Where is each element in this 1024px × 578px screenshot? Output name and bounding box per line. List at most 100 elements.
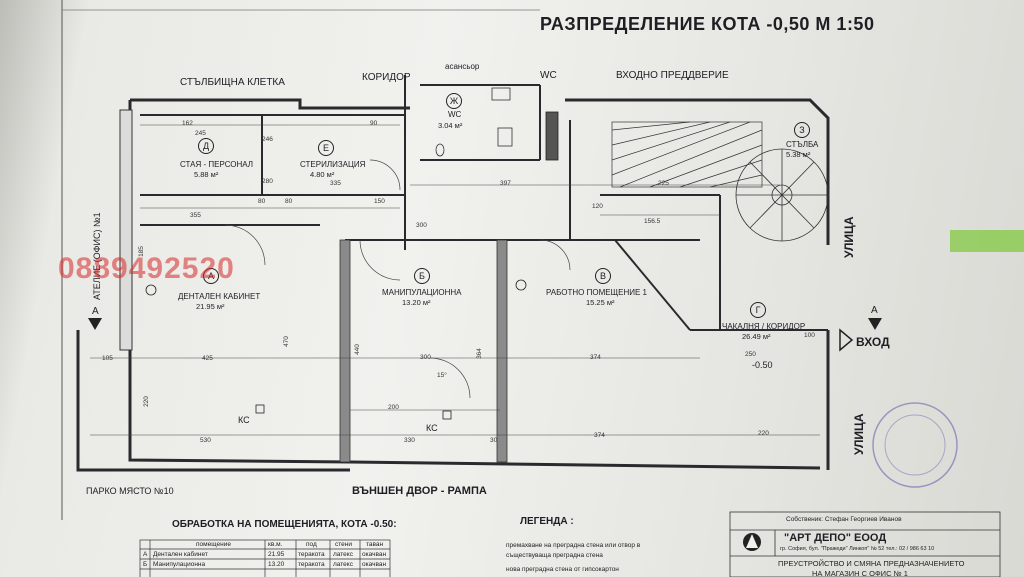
dim-80: 80: [258, 198, 266, 205]
column-1: [339, 239, 351, 463]
finishes-table-frame: [139, 539, 391, 577]
dim-470: 470: [282, 336, 290, 347]
green-marker: [950, 230, 1024, 252]
stamp-circle: [872, 402, 958, 488]
table-row-1-walls: латекс: [333, 551, 353, 558]
titleblock-project: ПРЕУСТРОЙСТВО И СМЯНА ПРЕДНАЗНАЧЕНИЕТО: [778, 559, 965, 568]
room-area-g: 26.49 м²: [742, 332, 771, 341]
table-row-2-ceiling: окачван: [362, 561, 387, 568]
table-row-2-walls: латекс: [333, 561, 353, 568]
dim-374: 374: [590, 354, 601, 361]
room-name-b: МАНИПУЛАЦИОННА: [382, 288, 462, 297]
titleblock-company: "АРТ ДЕПО" ЕООД: [784, 532, 887, 544]
titleblock-address: гр. София, бул. "Пражеди" Линкоп" № 52 т…: [780, 546, 935, 552]
room-marker-b: Б: [414, 268, 430, 284]
phone-watermark: 0889492520: [58, 252, 235, 285]
dim-120: 120: [592, 203, 603, 210]
column-3: [545, 111, 559, 161]
left-wall-strip: [119, 109, 133, 351]
table-row-2-letter: Б: [143, 561, 148, 568]
table-header-floor: под: [306, 541, 317, 548]
room-name-e: СТЕРИЛИЗАЦИЯ: [300, 160, 366, 169]
kc-label-2: КС: [426, 423, 438, 433]
stamp-circle-inner: [884, 414, 946, 476]
dim-150: 150: [374, 198, 385, 205]
section-a-right: А: [871, 305, 878, 316]
company-logo: [743, 533, 761, 551]
table-header-sqm: кв.м.: [268, 541, 283, 548]
dim-30: 30: [490, 437, 498, 444]
street-label-2: УЛИЦА: [852, 413, 866, 455]
dim-300: 300: [416, 222, 427, 229]
plan-title: РАЗПРЕДЕЛЕНИЕ КОТА -0,50 М 1:50: [540, 14, 875, 34]
room-name-z: СТЪЛБА: [786, 140, 819, 149]
column-2: [496, 239, 508, 463]
dim-200: 200: [388, 404, 399, 411]
room-marker-z: З: [794, 122, 810, 138]
dim-397: 397: [500, 180, 511, 187]
dim-250: 250: [745, 351, 756, 358]
elevator-label: асансьор: [445, 62, 480, 71]
table-row-1-sqm: 21.95: [268, 551, 285, 558]
wc-label: WC: [540, 70, 557, 81]
room-area-v: 15.25 м²: [586, 298, 615, 307]
room-area-zh: 3.04 м²: [438, 121, 463, 130]
legend-item-2: съществуваща преградна стена: [506, 552, 603, 559]
spiral-stair: [735, 148, 829, 242]
titleblock-project-2: НА МАГАЗИН С ОФИС № 1: [812, 569, 908, 578]
table-row-2-sqm: 13.20: [268, 561, 285, 568]
dim-355: 355: [190, 212, 201, 219]
room-marker-a: А: [203, 268, 219, 284]
room-name-zh: WC: [448, 110, 462, 119]
entrance-arrow: [839, 328, 854, 352]
section-a-left: А: [92, 306, 99, 317]
table-row-2-name: Манипулационна: [153, 561, 206, 568]
dim-90: 90: [370, 120, 378, 127]
room-name-d: СТАЯ - ПЕРСОНАЛ: [180, 160, 254, 169]
room-marker-g: Г: [750, 302, 766, 318]
entrance-label: ВХОД: [856, 335, 890, 349]
dim-245: 245: [195, 130, 206, 137]
legend-item-1: премахване на преградна стена или отвор …: [506, 542, 641, 549]
dim-530: 530: [200, 437, 211, 444]
dim-300b: 300: [420, 354, 431, 361]
legend-item-3: нова преградна стена от гипсокартон: [506, 566, 619, 573]
corridor-label: КОРИДОР: [362, 72, 411, 83]
level-mark: -0.50: [752, 360, 773, 370]
dim-280: 280: [262, 178, 273, 185]
room-area-e: 4.80 м²: [310, 170, 335, 179]
titleblock-owner: Собственик: Стефан Георгиев Иванов: [786, 516, 902, 523]
dim-162: 162: [182, 120, 193, 127]
stair-hatch: [611, 121, 763, 188]
ext-yard-label: ВЪНШЕН ДВОР - РАМПА: [352, 485, 487, 497]
table-header-name: помещение: [196, 541, 231, 548]
parking-label: ПАРКО МЯСТО №10: [86, 486, 174, 496]
room-name-v: РАБОТНО ПОМЕЩЕНИЕ 1: [546, 288, 647, 297]
table-header-ceiling: таван: [366, 541, 384, 548]
dim-225: 225: [658, 180, 669, 187]
room-area-d: 5.88 м²: [194, 170, 219, 179]
entrance-hall-label: ВХОДНО ПРЕДДВЕРИЕ: [616, 70, 729, 81]
table-row-1-floor: теракота: [298, 551, 325, 558]
dim-220: 220: [758, 430, 769, 437]
dim-100: 100: [804, 332, 815, 339]
door-swings: [224, 159, 571, 399]
room-area-z: 5.38 м²: [786, 150, 811, 159]
wc-fixtures: [435, 87, 513, 157]
table-row-1-letter: А: [143, 551, 148, 558]
dim-80b: 80: [285, 198, 293, 205]
dim-330: 330: [404, 437, 415, 444]
dim-335: 335: [330, 180, 341, 187]
dim-425: 425: [202, 355, 213, 362]
dim-156: 156.5: [644, 218, 661, 225]
room-area-a: 21.95 м²: [196, 302, 225, 311]
street-label-1: УЛИЦА: [842, 216, 856, 258]
legend-title: ЛЕГЕНДА :: [520, 516, 574, 527]
pipe-markers: [145, 279, 527, 420]
table-row-2-floor: теракота: [298, 561, 325, 568]
room-marker-zh: Ж: [446, 93, 462, 109]
dim-105: 105: [102, 355, 113, 362]
dim-246: 246: [262, 136, 273, 143]
